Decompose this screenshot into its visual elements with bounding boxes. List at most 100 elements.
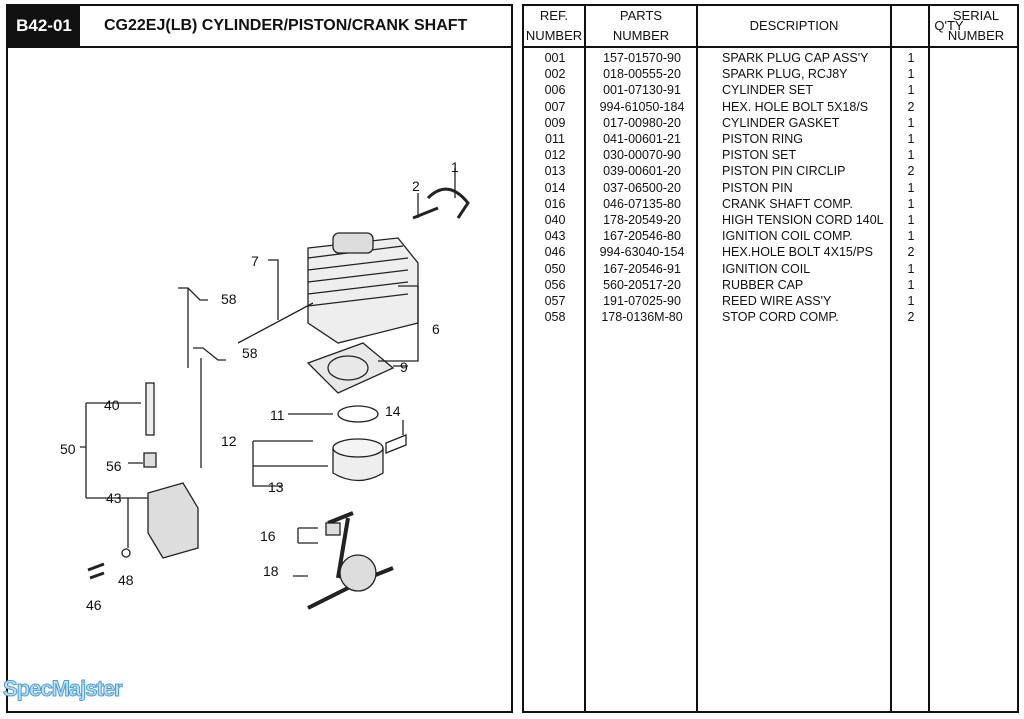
- cell-ref: 007: [544, 99, 566, 114]
- cell-part: 167-20546-80: [603, 229, 681, 244]
- callout-label: 9: [400, 359, 408, 375]
- cell-qty: 1: [907, 132, 915, 146]
- cell-qty: 1: [907, 196, 915, 211]
- header-serial-2: NUMBER: [947, 28, 1005, 43]
- callout-label: 43: [106, 490, 122, 506]
- cell-qty: 2: [907, 164, 915, 179]
- header-description: DESCRIPTION: [749, 18, 839, 33]
- watermark-logo: SpecMajster: [3, 676, 124, 702]
- callout-label: 58: [242, 345, 258, 361]
- diagram-panel: B42-01 CG22EJ(LB) CYLINDER/PISTON/CRANK …: [6, 4, 513, 713]
- cell-ref: 002: [544, 67, 566, 82]
- cell-desc: RUBBER CAP: [722, 277, 804, 292]
- callout-label: 58: [221, 291, 237, 307]
- cell-qty: 1: [907, 115, 915, 130]
- cell-qty: 1: [907, 261, 915, 276]
- cell-ref: 013: [544, 164, 566, 179]
- cell-ref: 016: [544, 196, 566, 211]
- callout-label: 16: [260, 528, 276, 544]
- cell-qty: 1: [907, 229, 915, 244]
- cell-desc: HIGH TENSION CORD 140L: [722, 213, 884, 227]
- callout-label: 1: [451, 159, 459, 175]
- cell-ref: 006: [544, 83, 566, 98]
- cell-part: 030-00070-90: [603, 148, 681, 163]
- cell-ref: 040: [544, 213, 566, 227]
- cell-desc: SPARK PLUG CAP ASS'Y: [722, 51, 869, 65]
- header-parts-1: PARTS: [619, 8, 663, 23]
- cell-part: 560-20517-20: [603, 277, 681, 292]
- cell-desc: PISTON RING: [722, 132, 804, 146]
- cell-part: 178-0136M-80: [601, 310, 683, 325]
- cell-part: 191-07025-90: [603, 294, 681, 308]
- cell-qty: 1: [907, 180, 915, 195]
- cell-qty: 2: [907, 245, 915, 260]
- header-ref-1: REF.: [539, 8, 569, 23]
- table-row: 013 039-00601-20 PISTON PIN CIRCLIP 2: [524, 163, 1017, 179]
- cell-ref: 046: [544, 245, 566, 260]
- cell-ref: 050: [544, 261, 566, 276]
- column-divider: [584, 6, 586, 711]
- cell-part: 039-00601-20: [603, 164, 681, 179]
- cell-qty: 2: [907, 99, 915, 114]
- cell-ref: 057: [544, 294, 566, 308]
- table-row: 002 018-00555-20 SPARK PLUG, RCJ8Y 1: [524, 66, 1017, 82]
- callout-label: 40: [104, 397, 120, 413]
- cell-ref: 043: [544, 229, 566, 244]
- cell-part: 157-01570-90: [603, 51, 681, 65]
- callout-label: 46: [86, 597, 102, 613]
- cell-qty: 1: [907, 277, 915, 292]
- cell-desc: SPARK PLUG, RCJ8Y: [722, 67, 848, 82]
- cell-desc: REED WIRE ASS'Y: [722, 294, 832, 308]
- cell-qty: 2: [907, 310, 915, 325]
- callout-label: 14: [385, 403, 401, 419]
- callout-label: 7: [251, 253, 259, 269]
- diagram-header: B42-01 CG22EJ(LB) CYLINDER/PISTON/CRANK …: [8, 6, 511, 48]
- table-row: 043 167-20546-80 IGNITION COIL COMP. 1: [524, 228, 1017, 244]
- column-divider: [890, 6, 892, 711]
- cell-desc: PISTON PIN CIRCLIP: [722, 164, 846, 179]
- callout-label: 13: [268, 479, 284, 495]
- column-divider: [928, 6, 930, 711]
- header-serial-1: SERIAL: [952, 8, 1000, 23]
- cell-desc: STOP CORD COMP.: [722, 310, 839, 325]
- cell-desc: CRANK SHAFT COMP.: [722, 196, 853, 211]
- cell-ref: 011: [545, 132, 565, 146]
- exploded-parts-diagram: 1 2 7 58 6 58 9 40 11 14 12 50 56 43 13 …: [60, 159, 470, 613]
- column-divider: [696, 6, 698, 711]
- table-row: 058 178-0136M-80 STOP CORD COMP. 2: [524, 309, 1017, 325]
- cell-ref: 014: [544, 180, 566, 195]
- cell-desc: IGNITION COIL: [722, 261, 811, 276]
- callout-label: 48: [118, 572, 134, 588]
- table-row: 011 041-00601-21 PISTON RING 1: [524, 131, 1017, 147]
- cell-desc: IGNITION COIL COMP.: [722, 229, 853, 244]
- cell-part: 994-61050-184: [599, 99, 685, 114]
- cell-desc: HEX. HOLE BOLT 5X18/S: [722, 99, 869, 114]
- cell-part: 037-06500-20: [603, 180, 681, 195]
- cell-desc: CYLINDER SET: [722, 83, 813, 98]
- callout-label: 18: [263, 563, 279, 579]
- cell-desc: PISTON PIN: [722, 180, 793, 195]
- callout-label: 50: [60, 441, 76, 457]
- cell-part: 041-00601-21: [603, 132, 681, 146]
- cell-part: 046-07135-80: [603, 196, 681, 211]
- cell-part: 018-00555-20: [603, 67, 681, 82]
- cell-ref: 009: [544, 115, 566, 130]
- cell-part: 017-00980-20: [603, 115, 681, 130]
- cell-qty: 1: [907, 67, 915, 82]
- page-code: B42-01: [8, 6, 80, 46]
- table-row: 014 037-06500-20 PISTON PIN 1: [524, 180, 1017, 196]
- cell-ref: 058: [544, 310, 566, 325]
- table-row: 007 994-61050-184 HEX. HOLE BOLT 5X18/S 2: [524, 99, 1017, 115]
- cell-ref: 012: [544, 148, 566, 163]
- cell-part: 178-20549-20: [603, 213, 681, 227]
